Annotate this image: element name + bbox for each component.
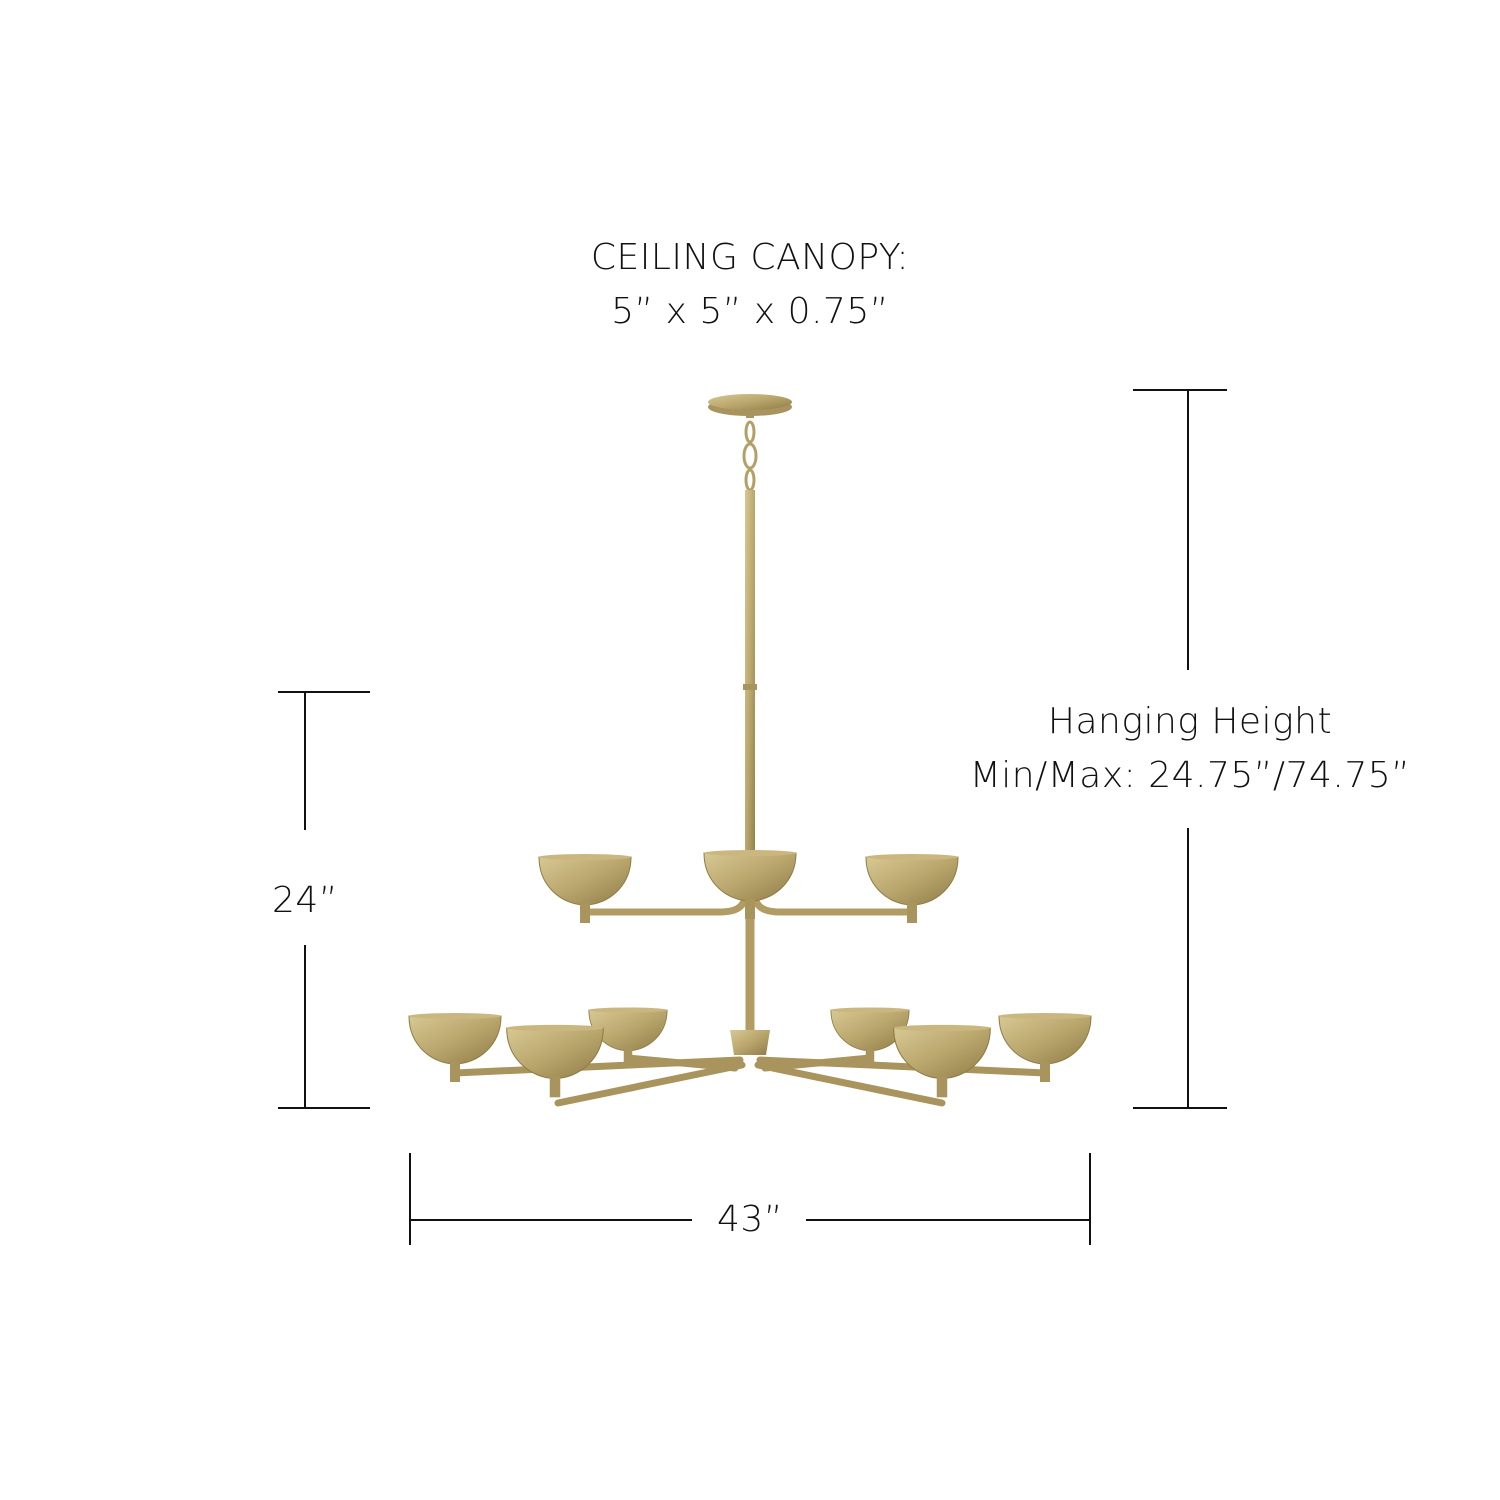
fixture-height-label: 24” <box>272 880 338 921</box>
center-hub <box>730 1030 770 1055</box>
chain <box>742 420 758 492</box>
canopy-title: CEILING CANOPY: <box>590 237 910 278</box>
ceiling-canopy <box>708 394 792 418</box>
canopy-dimensions: 5” x 5” x 0.75” <box>611 291 889 332</box>
hanging-height-range: Min/Max: 24.75”/74.75” <box>969 755 1411 796</box>
dimension-lines <box>278 389 1227 1245</box>
canopy-label: CEILING CANOPY: 5” x 5” x 0.75” <box>450 231 1050 339</box>
chandelier-illustration <box>408 394 1092 1107</box>
lower-arms <box>451 1054 1049 1107</box>
hanging-height-title: Hanging Height <box>1047 701 1333 742</box>
hanging-height-label: Hanging Height Min/Max: 24.75”/74.75” <box>940 695 1440 803</box>
fixture-width-label: 43” <box>717 1199 783 1240</box>
downrod <box>743 490 757 910</box>
